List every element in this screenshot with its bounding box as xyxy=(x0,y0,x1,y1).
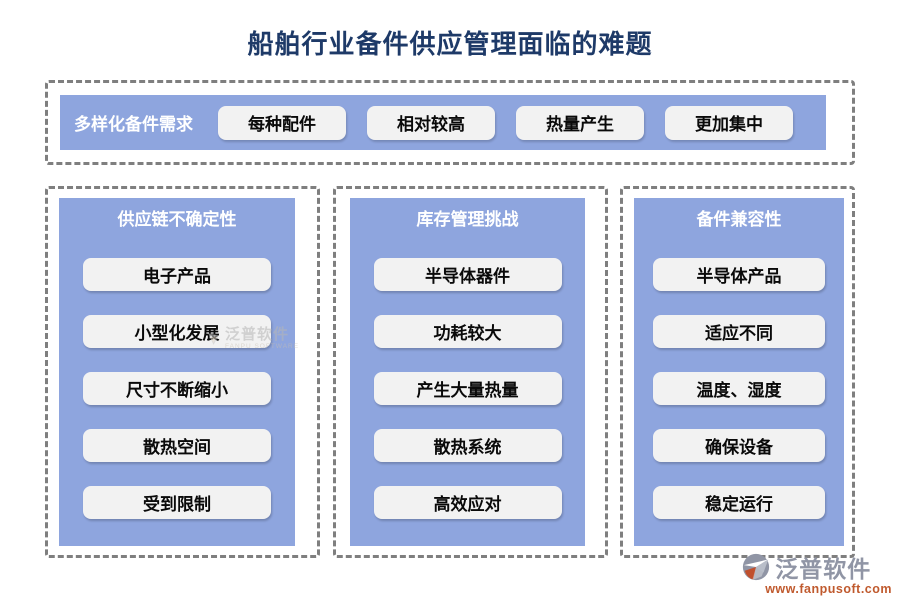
section-diverse-demand: 多样化备件需求 每种配件 相对较高 热量产生 更加集中 xyxy=(45,80,855,165)
item-semiconductor-devices: 半导体器件 xyxy=(373,258,562,291)
chip-every-part: 每种配件 xyxy=(218,105,346,140)
page-title: 船舶行业备件供应管理面临的难题 xyxy=(247,29,653,59)
chip-more-concentrated: 更加集中 xyxy=(665,105,793,140)
item-heat-dissipation-space: 散热空间 xyxy=(83,429,271,462)
fanpu-logo: 泛普软件 www.fanpusoft.com xyxy=(741,550,892,596)
compatibility-panel: 备件兼容性 半导体产品 适应不同 温度、湿度 确保设备 稳定运行 xyxy=(634,198,844,546)
compatibility-items: 半导体产品 适应不同 温度、湿度 确保设备 稳定运行 xyxy=(653,258,825,519)
item-temperature-humidity: 温度、湿度 xyxy=(653,372,825,405)
item-cooling-system: 散热系统 xyxy=(373,429,562,462)
supply-chain-header: 供应链不确定性 xyxy=(117,210,237,229)
item-adapt-to-different: 适应不同 xyxy=(653,315,825,348)
section-parts-compatibility: 备件兼容性 半导体产品 适应不同 温度、湿度 确保设备 稳定运行 xyxy=(620,186,855,558)
item-semiconductor-products: 半导体产品 xyxy=(653,258,825,291)
diverse-demand-label: 多样化备件需求 xyxy=(74,115,193,134)
item-large-heat-output: 产生大量热量 xyxy=(373,372,562,405)
item-shrinking-size: 尺寸不断缩小 xyxy=(83,372,271,405)
inventory-header: 库存管理挑战 xyxy=(416,210,519,229)
inventory-panel: 库存管理挑战 半导体器件 功耗较大 产生大量热量 散热系统 高效应对 xyxy=(350,198,585,546)
item-ensure-equipment: 确保设备 xyxy=(653,429,825,462)
fanpu-logo-icon xyxy=(743,553,770,581)
compatibility-header: 备件兼容性 xyxy=(696,210,782,229)
fanpu-brand-text: 泛普软件 xyxy=(775,556,872,582)
item-miniaturization: 小型化发展 xyxy=(83,315,271,348)
supply-chain-items: 电子产品 小型化发展 尺寸不断缩小 散热空间 受到限制 xyxy=(83,258,271,519)
section-supply-chain-uncertainty: 供应链不确定性 电子产品 小型化发展 尺寸不断缩小 散热空间 受到限制 xyxy=(45,186,320,558)
item-efficient-response: 高效应对 xyxy=(373,486,562,519)
inventory-items: 半导体器件 功耗较大 产生大量热量 散热系统 高效应对 xyxy=(373,258,562,519)
section-inventory-management: 库存管理挑战 半导体器件 功耗较大 产生大量热量 散热系统 高效应对 xyxy=(333,186,608,558)
supply-chain-panel: 供应链不确定性 电子产品 小型化发展 尺寸不断缩小 散热空间 受到限制 xyxy=(59,198,295,546)
chip-relatively-high: 相对较高 xyxy=(367,105,495,140)
diverse-demand-chips: 每种配件 相对较高 热量产生 更加集中 xyxy=(218,105,793,140)
diverse-demand-panel: 多样化备件需求 每种配件 相对较高 热量产生 更加集中 xyxy=(60,95,826,150)
chip-heat-generation: 热量产生 xyxy=(516,105,644,140)
item-electronic-products: 电子产品 xyxy=(83,258,271,291)
item-stable-operation: 稳定运行 xyxy=(653,486,825,519)
fanpu-url-text: www.fanpusoft.com xyxy=(765,582,892,596)
item-restricted: 受到限制 xyxy=(83,486,271,519)
item-high-power-consumption: 功耗较大 xyxy=(373,315,562,348)
